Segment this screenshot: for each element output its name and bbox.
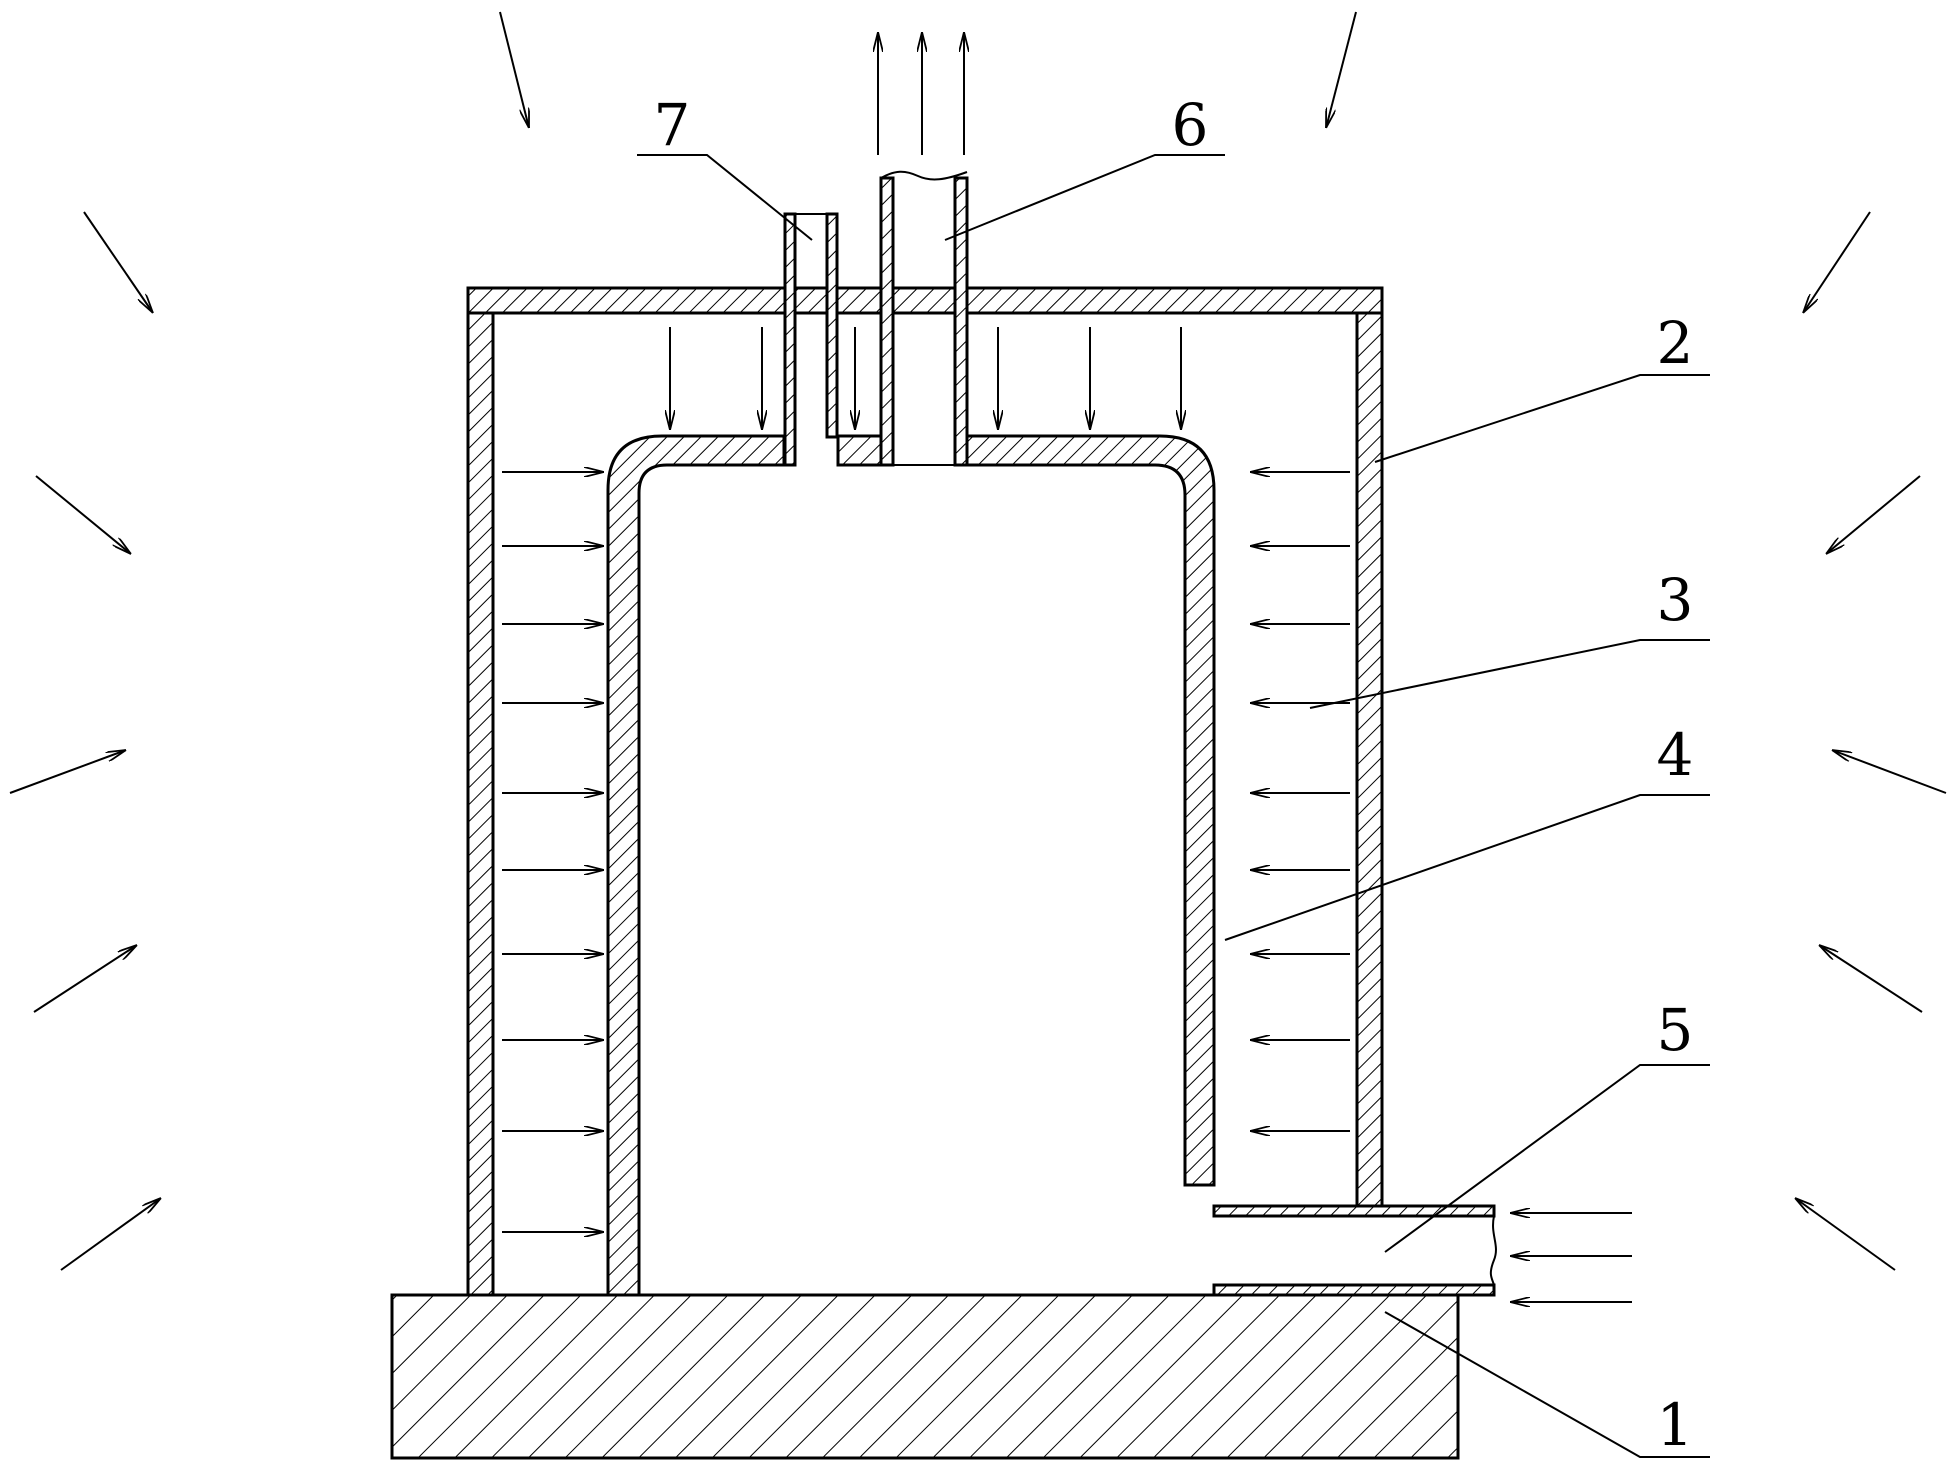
outlet-pipe: [879, 170, 969, 467]
small-pipe: [783, 212, 839, 467]
label-inner-wall: 4: [1657, 721, 1694, 789]
inlet-pipe: [1212, 1204, 1497, 1297]
gap-flow-arrows-left: [502, 472, 604, 1232]
outer-shell: [466, 286, 1384, 1297]
label-inlet-pipe: 5: [1657, 996, 1694, 1064]
label-outlet-pipe: 6: [1172, 91, 1209, 159]
gap-flow-arrows-right: [1250, 472, 1350, 1131]
label-base: 1: [1657, 1391, 1694, 1459]
base-block: [390, 1293, 1460, 1460]
inlet-flow-arrows: [1510, 1213, 1632, 1302]
label-outer-shell: 2: [1657, 309, 1694, 377]
inner-wall: [606, 434, 1216, 1297]
label-small-pipe: 7: [654, 91, 691, 159]
gap-flow-arrows-top: [670, 327, 1181, 430]
leader-lines: [637, 154, 1710, 1458]
outflow-arrows: [878, 32, 964, 155]
label-gap: 3: [1657, 566, 1694, 634]
ambient-arrows: [9, 11, 1947, 1271]
